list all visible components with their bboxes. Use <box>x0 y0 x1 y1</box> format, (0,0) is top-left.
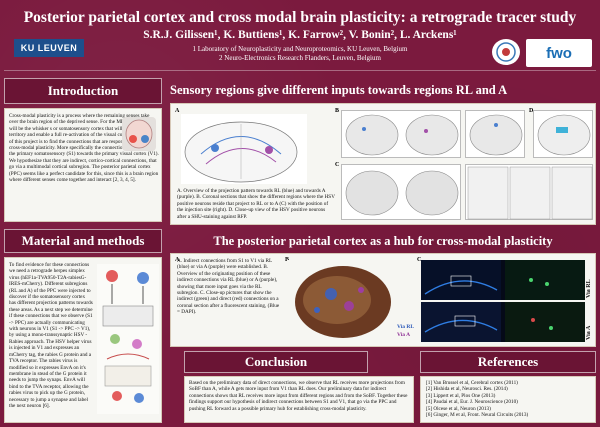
references-heading: References <box>420 351 596 373</box>
reference-item: [5] Olcese et al, Neuron (2013) <box>426 405 491 412</box>
sensory-panel-d-image <box>533 110 593 158</box>
poster-title: Posterior parietal cortex and cross moda… <box>23 9 577 26</box>
poster-affiliations: 1 Laboratory of Neuroplasticity and Neur… <box>4 45 596 63</box>
sensory-label-b: B <box>335 108 340 114</box>
brain-diagram-icon <box>122 117 156 151</box>
sensory-panel-a-image <box>181 114 307 184</box>
hub-heading: The posterior parietal cortex as a hub f… <box>213 233 553 248</box>
hub-brain-image <box>287 260 411 342</box>
methods-text: To find evidence for these connections w… <box>9 262 93 409</box>
poster-header: Posterior parietal cortex and cross moda… <box>4 3 596 67</box>
introduction-text: Cross-modal plasticity is a process wher… <box>9 113 159 184</box>
sensory-caption: A. Overview of the projection pattern to… <box>177 188 335 220</box>
sensory-panel-b-image <box>341 110 461 158</box>
methods-schematic-icon <box>97 264 159 414</box>
hub-legend-rl: Via RL <box>397 324 415 330</box>
sensory-label-c: C <box>335 162 340 168</box>
fwo-logo: fwo <box>526 39 592 67</box>
hub-caption: A. Indirect connections from S1 to V1 vi… <box>177 258 280 316</box>
sensory-box: A A. Overview of the projection pattern … <box>170 103 596 225</box>
hub-legend-a: Via A <box>397 332 411 338</box>
header-divider <box>4 70 596 71</box>
reference-item: [4] Paudai et al, Eur. J. Neuroscience (… <box>426 399 518 406</box>
sensory-heading: Sensory regions give different inputs to… <box>170 82 508 97</box>
reference-item: [6] Ginger, M et al, Front. Neural Circu… <box>426 412 529 419</box>
hub-box: A A. Indirect connections from S1 to V1 … <box>170 253 596 347</box>
hub-fluorescent-rl-image <box>421 260 585 300</box>
introduction-box: Cross-modal plasticity is a process wher… <box>4 108 162 222</box>
lab-logo-icon <box>492 39 520 65</box>
reference-item: [1] Van Brussel et al, Cerebral cortex (… <box>426 380 518 386</box>
affiliation-2: 2 Neuro-Electronics Research Flanders, L… <box>219 54 381 62</box>
sensory-panel-c-image <box>341 164 461 220</box>
conclusion-box: Based on the preliminary data of direct … <box>184 376 414 423</box>
sensory-panel-b2-image <box>465 110 525 158</box>
introduction-heading: Introduction <box>4 78 162 104</box>
affiliation-1: 1 Laboratory of Neuroplasticity and Neur… <box>192 45 408 53</box>
sensory-label-a: A <box>175 108 180 114</box>
poster-authors: S.R.J. Gilissen¹, K. Buttiens¹, K. Farro… <box>143 29 457 41</box>
conclusion-heading: Conclusion <box>184 351 368 373</box>
methods-heading: Material and methods <box>4 229 162 253</box>
methods-box: To find evidence for these connections w… <box>4 257 162 423</box>
hub-label-a: A <box>175 257 180 263</box>
hub-side-label-a: Via A <box>586 325 592 340</box>
sensory-label-d: D <box>529 108 534 114</box>
reference-item: [3] Lippert et al, Plos One (2013) <box>426 392 496 399</box>
ku-leuven-logo: KU LEUVEN <box>14 39 84 57</box>
hub-label-c: C <box>417 257 422 263</box>
conclusion-text: Based on the preliminary data of direct … <box>189 380 408 412</box>
reference-item: [2] Hishida et al, Neurosci. Res. (2014) <box>426 386 508 393</box>
hub-fluorescent-a-image <box>421 302 585 342</box>
references-box: [1] Van Brussel et al, Cerebral cortex (… <box>420 376 596 423</box>
sensory-panel-d-closeups <box>465 164 593 220</box>
hub-side-label-rl: Via RL <box>586 279 592 298</box>
